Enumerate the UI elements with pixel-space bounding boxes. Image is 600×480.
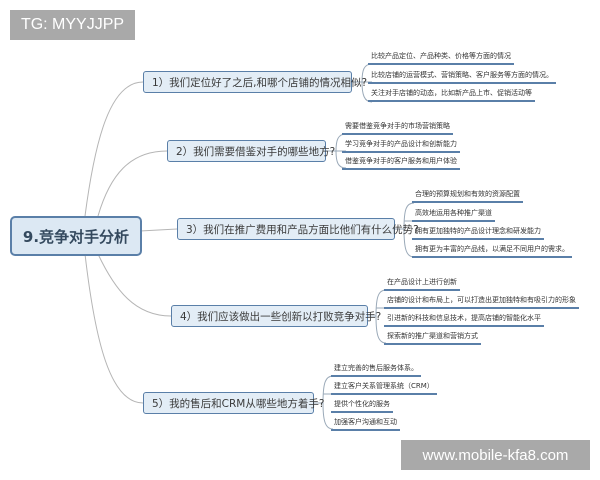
- leaf-node[interactable]: 加强客户沟通和互动: [331, 417, 400, 431]
- topic-node-5[interactable]: 5）我的售后和CRM从哪些地方着手?: [143, 392, 324, 414]
- leaf-node[interactable]: 提供个性化的服务: [331, 399, 393, 413]
- leaf-node[interactable]: 店铺的设计和布局上，可以打造出更加独特和有吸引力的形象: [384, 295, 579, 309]
- leaf-node[interactable]: 借鉴竞争对手的客户服务和用户体验: [342, 156, 460, 170]
- leaf-node[interactable]: 拥有更加独特的产品设计理念和研发能力: [412, 226, 544, 240]
- leaf-node[interactable]: 学习竞争对手的产品设计和创新能力: [342, 139, 460, 153]
- watermark-top: TG: MYYJJPP: [10, 10, 135, 40]
- topic-node-2[interactable]: 2）我们需要借鉴对手的哪些地方?: [167, 140, 335, 162]
- leaf-node[interactable]: 在产品设计上进行创新: [384, 277, 460, 291]
- leaf-node[interactable]: 建立客户关系管理系统（CRM）: [331, 381, 437, 395]
- leaf-node[interactable]: 关注对手店铺的动态，比如新产品上市、促销活动等: [368, 88, 535, 102]
- leaf-node[interactable]: 合理的预算规划和有效的资源配置: [412, 189, 523, 203]
- leaf-node[interactable]: 比较店铺的运营模式、营销策略、客户服务等方面的情况。: [368, 70, 556, 84]
- connector-root-topic1: [84, 81, 144, 217]
- leaf-node[interactable]: 探索新的推广渠道和营销方式: [384, 331, 481, 345]
- leaf-node[interactable]: 建立完善的售后服务体系。: [331, 363, 421, 377]
- connector-root-topic3: [139, 228, 178, 232]
- watermark-bottom: www.mobile-kfa8.com: [401, 440, 590, 470]
- leaf-node[interactable]: 拥有更为丰富的产品线，以满足不同用户的需求。: [412, 244, 572, 258]
- topic-node-4[interactable]: 4）我们应该做出一些创新以打败竞争对手?: [171, 305, 381, 327]
- connector-root-topic5: [84, 253, 144, 404]
- leaf-node[interactable]: 高效地运用各种推广渠道: [412, 208, 495, 222]
- leaf-node[interactable]: 比较产品定位、产品种类、价格等方面的情况: [368, 51, 514, 65]
- root-node[interactable]: 9.竞争对手分析: [10, 216, 142, 256]
- leaf-node[interactable]: 引进新的科技和信息技术，提高店铺的智能化水平: [384, 313, 544, 327]
- topic-node-3[interactable]: 3）我们在推广费用和产品方面比他们有什么优势?: [177, 218, 419, 240]
- topic-node-1[interactable]: 1）我们定位好了之后,和哪个店铺的情况相似?: [143, 71, 367, 93]
- connector-root-topic4: [97, 253, 172, 317]
- connector-root-topic2: [97, 150, 168, 217]
- leaf-node[interactable]: 需要借鉴竞争对手的市场营销策略: [342, 121, 453, 135]
